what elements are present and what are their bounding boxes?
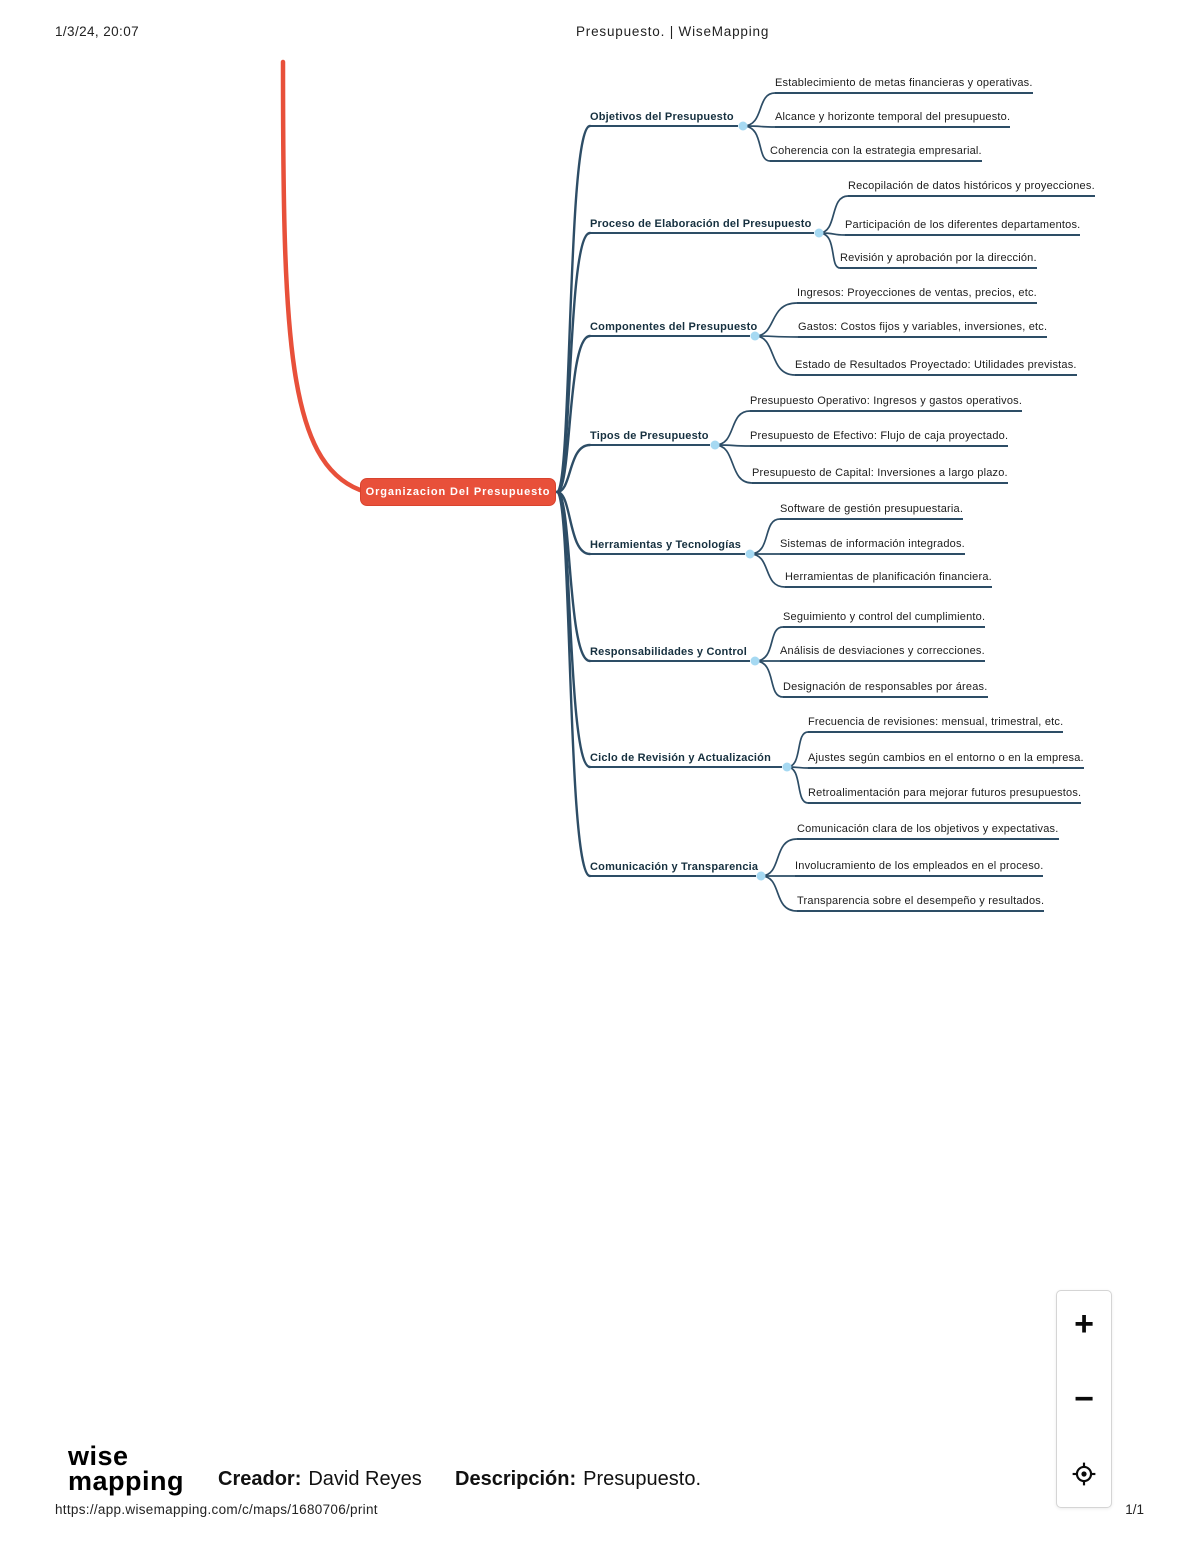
branch-topic[interactable]: Tipos de Presupuesto — [590, 428, 710, 446]
subtopic[interactable]: Sistemas de información integrados. — [780, 537, 965, 555]
target-icon — [1072, 1462, 1096, 1486]
subtopic[interactable]: Ajustes según cambios en el entorno o en… — [808, 751, 1084, 769]
subtopic[interactable]: Alcance y horizonte temporal del presupu… — [775, 110, 1011, 128]
branch-topic[interactable]: Herramientas y Tecnologías — [590, 537, 745, 555]
subtopic[interactable]: Presupuesto de Efectivo: Flujo de caja p… — [750, 429, 1009, 447]
print-timestamp: 1/3/24, 20:07 — [55, 24, 140, 39]
description-label: Descripción: — [455, 1468, 577, 1490]
subtopic[interactable]: Software de gestión presupuestaria. — [780, 502, 964, 520]
subtopic[interactable]: Ingresos: Proyecciones de ventas, precio… — [797, 286, 1037, 304]
subtopic[interactable]: Gastos: Costos fijos y variables, invers… — [798, 320, 1048, 338]
central-topic[interactable]: Organizacion Del Presupuesto — [360, 478, 556, 506]
subtopic[interactable]: Transparencia sobre el desempeño y resul… — [797, 894, 1045, 912]
subtopic[interactable]: Establecimiento de metas financieras y o… — [775, 76, 1033, 94]
subtopic[interactable]: Análisis de desviaciones y correcciones. — [780, 644, 985, 662]
mindmap-canvas — [280, 59, 849, 912]
subtopic[interactable]: Coherencia con la estrategia empresarial… — [770, 144, 982, 162]
subtopic[interactable]: Seguimiento y control del cumplimiento. — [783, 610, 986, 628]
subtopic[interactable]: Presupuesto Operativo: Ingresos y gastos… — [750, 394, 1023, 412]
subtopic[interactable]: Retroalimentación para mejorar futuros p… — [808, 786, 1082, 804]
creator-line: Creador: David Reyes — [218, 1468, 422, 1491]
page-indicator: 1/1 — [1125, 1502, 1144, 1517]
zoom-out-button[interactable]: − — [1065, 1380, 1103, 1418]
document-title: Presupuesto. | WiseMapping — [576, 24, 770, 39]
description-line: Descripción: Presupuesto. — [455, 1468, 701, 1491]
subtopic[interactable]: Participación de los diferentes departam… — [845, 218, 1081, 236]
logo-line-1: wise — [68, 1441, 129, 1471]
subtopic[interactable]: Herramientas de planificación financiera… — [785, 570, 992, 588]
wisemapping-logo: wise mapping — [68, 1441, 184, 1496]
subtopic[interactable]: Involucramiento de los empleados en el p… — [795, 859, 1044, 877]
logo-line-2: mapping — [68, 1466, 184, 1496]
minus-icon: − — [1074, 1380, 1094, 1418]
central-anchor-line — [280, 59, 363, 493]
center-position-button[interactable] — [1065, 1455, 1103, 1493]
zoom-in-button[interactable]: + — [1065, 1305, 1103, 1343]
creator-label: Creador: — [218, 1468, 302, 1490]
subtopic[interactable]: Comunicación clara de los objetivos y ex… — [797, 822, 1059, 840]
branch-connector-lines — [555, 124, 592, 878]
branch-topic[interactable]: Comunicación y Transparencia — [590, 859, 758, 877]
subtopic[interactable]: Presupuesto de Capital: Inversiones a la… — [752, 466, 1008, 484]
subtopic[interactable]: Revisión y aprobación por la dirección. — [840, 251, 1037, 269]
creator-name: David Reyes — [308, 1468, 422, 1490]
subtopic[interactable]: Designación de responsables por áreas. — [783, 680, 988, 698]
branch-topic[interactable]: Ciclo de Revisión y Actualización — [590, 750, 782, 768]
zoom-panel: + − — [1056, 1290, 1112, 1508]
branch-topic[interactable]: Objetivos del Presupuesto — [590, 109, 738, 127]
subtopic[interactable]: Recopilación de datos históricos y proye… — [848, 179, 1095, 197]
branch-topic[interactable]: Responsabilidades y Control — [590, 644, 750, 662]
subtopic[interactable]: Frecuencia de revisiones: mensual, trime… — [808, 715, 1064, 733]
description-value: Presupuesto. — [583, 1468, 702, 1490]
branch-topic[interactable]: Proceso de Elaboración del Presupuesto — [590, 216, 814, 234]
subtopic[interactable]: Estado de Resultados Proyectado: Utilida… — [795, 358, 1077, 376]
print-url: https://app.wisemapping.com/c/maps/16807… — [55, 1502, 378, 1517]
plus-icon: + — [1074, 1305, 1094, 1343]
branch-topic[interactable]: Componentes del Presupuesto — [590, 319, 757, 337]
